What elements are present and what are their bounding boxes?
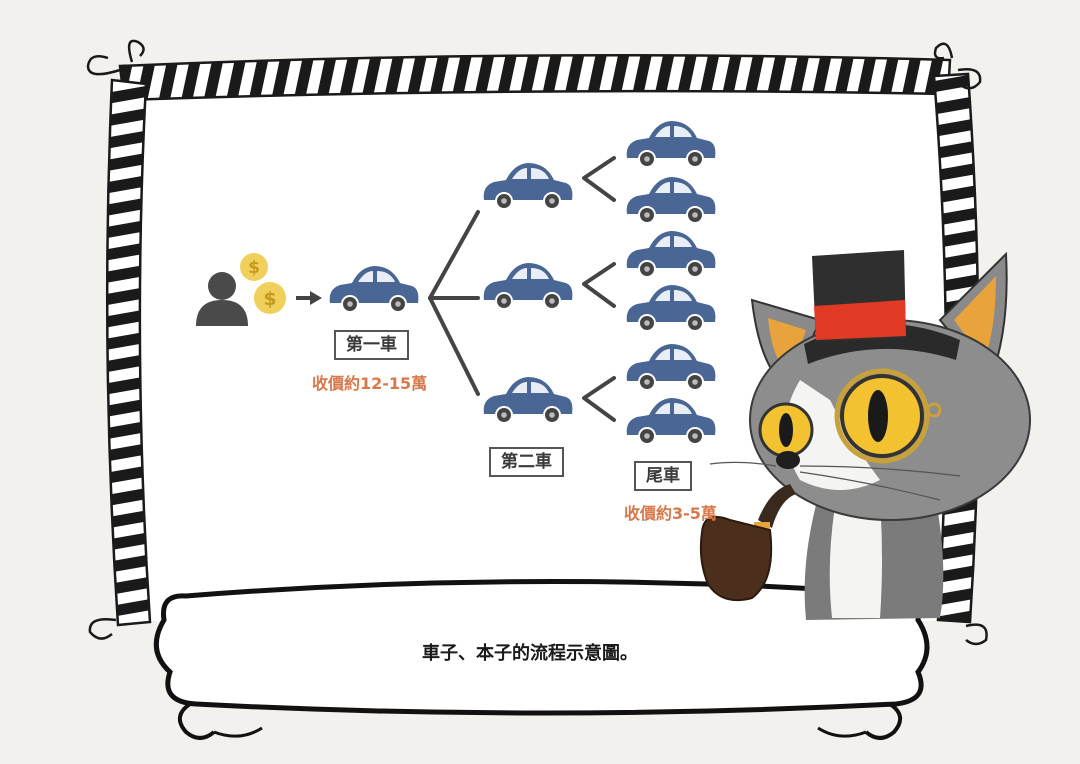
person-with-money-icon: $ $ <box>196 253 286 326</box>
cat-mascot-illustration <box>699 250 1031 620</box>
arrow-right-icon <box>296 291 322 305</box>
first-car-label: 第一車 <box>334 330 409 360</box>
frame-panel <box>123 68 955 631</box>
caption-banner <box>153 578 930 740</box>
diagram-caption: 車子、本子的流程示意圖。 <box>422 643 638 664</box>
frame-curls <box>86 39 988 646</box>
svg-text:$: $ <box>263 288 276 310</box>
branch-lines-second <box>582 156 616 422</box>
frame-left-stripe <box>105 78 152 627</box>
last-car-label: 尾車 <box>634 461 692 491</box>
second-car-label: 第二車 <box>489 447 564 477</box>
first-car-price: 收價約12-15萬 <box>312 374 428 393</box>
last-car-price: 收價約3-5萬 <box>624 504 717 523</box>
svg-text:$: $ <box>248 258 260 278</box>
branch-lines-first <box>428 210 480 396</box>
